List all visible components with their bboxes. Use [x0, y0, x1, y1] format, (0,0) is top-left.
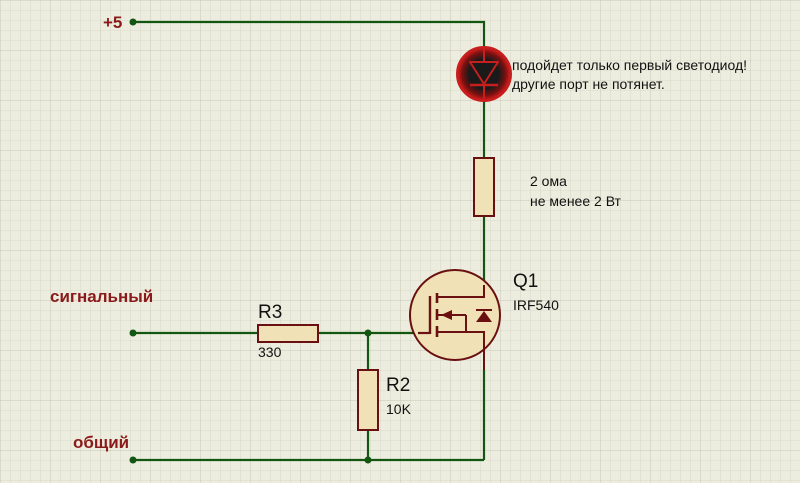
led-note-line1: подойдет только первый светодиод! — [512, 57, 747, 73]
junction-dot-gate — [364, 329, 372, 337]
resistor-2-ohm-value: 2 ома — [530, 173, 567, 189]
terminal-plus5-dot — [129, 18, 137, 26]
n-mosfet-icon — [409, 269, 501, 370]
junction-dot-ground — [364, 456, 372, 464]
resistor-r2 — [357, 369, 379, 431]
net-label-plus5: +5 — [103, 13, 122, 32]
wires — [133, 20, 486, 462]
r2-value-label: 10K — [386, 401, 412, 417]
led-diode-icon — [456, 46, 512, 102]
q1-part-label: IRF540 — [513, 297, 559, 313]
net-label-ground: общий — [73, 433, 129, 452]
resistor-2-ohm-power: не менее 2 Вт — [530, 193, 622, 209]
resistor-2-ohm — [473, 157, 495, 217]
terminal-ground-dot — [129, 456, 137, 464]
r2-ref-label: R2 — [386, 375, 410, 396]
net-label-signal: сигнальный — [50, 287, 153, 306]
r3-value-label: 330 — [258, 344, 282, 360]
terminal-signal-dot — [129, 329, 137, 337]
wire-plus5 — [133, 20, 486, 50]
resistor-r3 — [257, 324, 319, 343]
r3-ref-label: R3 — [258, 302, 282, 323]
q1-ref-label: Q1 — [513, 271, 538, 292]
led-note-line2: другие порт не потянет. — [512, 76, 665, 92]
